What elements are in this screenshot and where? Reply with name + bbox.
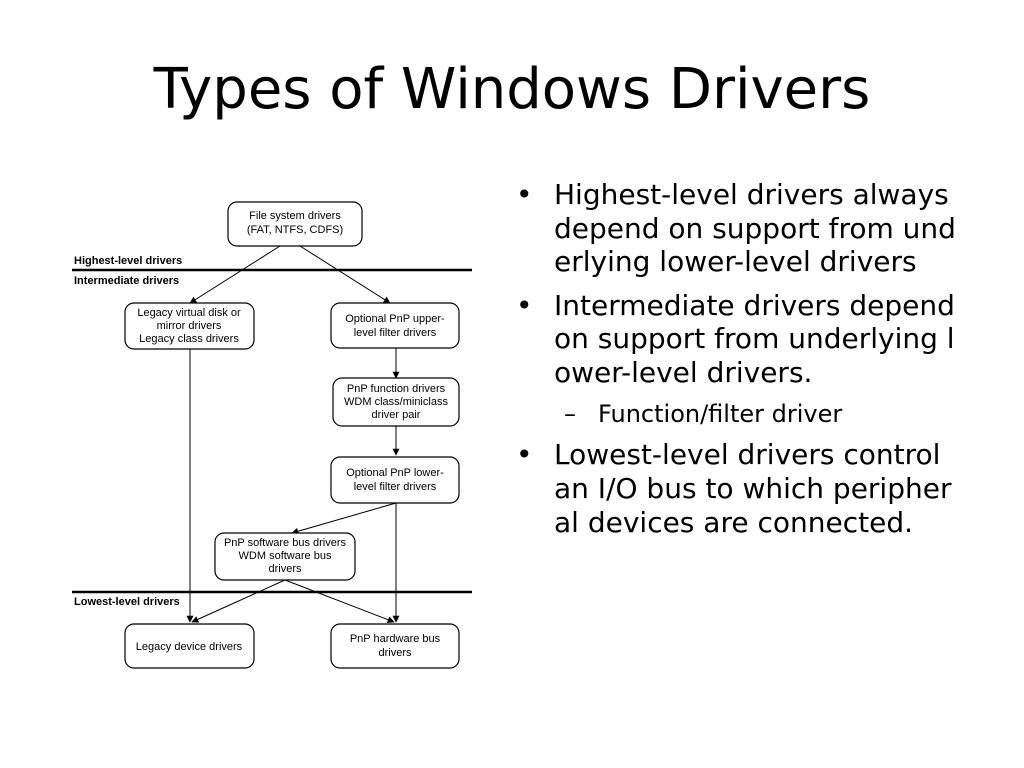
slide-title: Types of Windows Drivers <box>153 57 871 122</box>
band-label-intermediate: Intermediate drivers <box>74 275 179 287</box>
bullet-intermediate: Intermediate drivers depend on support f… <box>512 289 962 390</box>
edge-lower-filter-to-soft-bus <box>291 502 397 535</box>
node-pnp-function-drivers: PnP function drivers WDM class/miniclass… <box>332 377 460 427</box>
svg-text:drivers: drivers <box>378 647 412 659</box>
edge-soft-bus-to-legacy-device <box>191 579 286 623</box>
svg-text:Legacy device drivers: Legacy device drivers <box>136 641 243 653</box>
svg-text:PnP hardware bus: PnP hardware bus <box>350 633 441 645</box>
node-file-system-drivers: File system drivers (FAT, NTFS, CDFS) <box>227 201 363 247</box>
svg-text:driver pair: driver pair <box>372 409 421 421</box>
bullet-lowest-level: Lowest-level drivers control an I/O bus … <box>512 438 962 539</box>
node-legacy-virtual-disk-drivers: Legacy virtual disk or mirror drivers Le… <box>124 302 255 350</box>
svg-text:File system drivers: File system drivers <box>249 210 341 222</box>
bullet-list: Highest-level drivers always depend on s… <box>512 178 962 549</box>
svg-text:Optional PnP lower-: Optional PnP lower- <box>346 467 444 479</box>
svg-text:level filter drivers: level filter drivers <box>354 327 437 339</box>
bullet-function-filter: Function/filter driver <box>512 400 962 429</box>
svg-text:level filter drivers: level filter drivers <box>354 481 437 493</box>
svg-text:(FAT, NTFS, CDFS): (FAT, NTFS, CDFS) <box>247 224 343 236</box>
edge-fs-to-upper-filter <box>299 245 391 304</box>
svg-text:PnP software bus drivers: PnP software bus drivers <box>224 537 347 549</box>
svg-text:drivers: drivers <box>268 563 302 575</box>
node-pnp-hardware-bus-drivers: PnP hardware bus drivers <box>330 623 460 669</box>
node-optional-lower-filter-drivers: Optional PnP lower- level filter drivers <box>330 456 460 504</box>
band-label-lowest: Lowest-level drivers <box>74 596 180 608</box>
svg-text:PnP function drivers: PnP function drivers <box>347 383 446 395</box>
band-label-highest: Highest-level drivers <box>74 255 182 267</box>
svg-text:Optional PnP upper-: Optional PnP upper- <box>345 313 445 325</box>
svg-text:Legacy class drivers: Legacy class drivers <box>139 333 239 345</box>
svg-text:mirror drivers: mirror drivers <box>157 320 222 332</box>
edge-fs-to-legacy-virtual <box>189 245 281 304</box>
bullet-highest-level: Highest-level drivers always depend on s… <box>512 178 962 279</box>
node-pnp-software-bus-drivers: PnP software bus drivers WDM software bu… <box>214 532 356 581</box>
svg-text:Legacy virtual disk or: Legacy virtual disk or <box>137 307 241 319</box>
edge-soft-bus-to-hw-bus <box>284 579 395 624</box>
node-legacy-device-drivers: Legacy device drivers <box>124 623 255 669</box>
svg-text:WDM class/miniclass: WDM class/miniclass <box>344 396 448 408</box>
svg-text:WDM software bus: WDM software bus <box>239 550 332 562</box>
node-optional-upper-filter-drivers: Optional PnP upper- level filter drivers <box>330 302 460 349</box>
